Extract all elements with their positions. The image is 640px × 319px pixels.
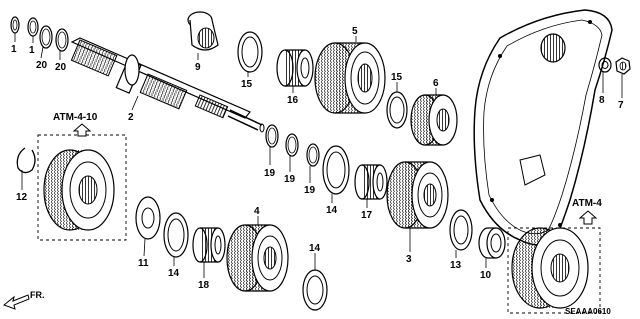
atm-4-10-up-arrow-icon: [72, 123, 92, 137]
washer-11: [135, 196, 161, 240]
callout-12: 12: [16, 192, 28, 203]
thrust-washer-20b: [55, 28, 69, 52]
locknut-7: [615, 57, 631, 75]
mainshaft: [70, 37, 265, 133]
callout-4: 4: [254, 206, 260, 217]
callout-6: 6: [433, 78, 439, 89]
direction-label: FR.: [30, 290, 45, 300]
callout-19a: 19: [264, 168, 276, 179]
callout-19b: 19: [284, 174, 296, 185]
callout-2: 2: [128, 112, 134, 123]
thrust-washer-15b: [386, 91, 408, 129]
ref-atm-4-10: ATM-4-10: [53, 112, 98, 123]
callout-8: 8: [599, 95, 605, 106]
snap-ring-12: [16, 147, 36, 174]
callout-11: 11: [138, 258, 149, 269]
callout-16: 16: [287, 95, 299, 106]
thrust-washer-19b: [285, 133, 299, 157]
callout-14c: 14: [309, 243, 321, 254]
callout-17: 17: [361, 210, 373, 221]
collar-9: [187, 11, 219, 51]
callout-9: 9: [195, 62, 201, 73]
clutch-assembly-left: [37, 134, 127, 241]
snap-ring-1b: [27, 17, 39, 37]
washer-8: [598, 57, 612, 73]
clutch-assembly-right: [507, 227, 601, 314]
callout-19c: 19: [304, 185, 316, 196]
gear-3: [386, 161, 449, 229]
callout-1b: 1: [29, 45, 35, 56]
callout-14a: 14: [326, 205, 338, 216]
callout-7: 7: [618, 100, 624, 111]
callout-10: 10: [480, 270, 492, 281]
gear-5: [314, 42, 386, 114]
snap-ring-1a: [10, 16, 20, 34]
collar-10: [478, 227, 506, 259]
callout-18: 18: [198, 280, 210, 291]
callout-15b: 15: [391, 72, 403, 83]
callout-20a: 20: [36, 60, 48, 71]
gear-6: [410, 94, 458, 146]
transmission-case-gasket: [473, 9, 613, 246]
callout-15a: 15: [241, 79, 253, 90]
thrust-washer-15a: [237, 31, 263, 73]
callout-20b: 20: [55, 62, 67, 73]
callout-3: 3: [406, 254, 412, 265]
callout-13: 13: [450, 260, 462, 271]
thrust-washer-14c: [302, 269, 328, 311]
thrust-washer-14a: [322, 145, 350, 195]
callout-5: 5: [352, 26, 358, 37]
thrust-washer-20a: [39, 25, 53, 49]
needle-bearing-18: [192, 227, 226, 263]
callout-14b: 14: [168, 268, 180, 279]
thrust-washer-19a: [265, 124, 279, 148]
needle-bearing-17: [354, 164, 388, 200]
leader-lines: [14, 33, 623, 278]
thrust-washer-14b: [163, 212, 189, 258]
front-direction-arrow-icon: [2, 294, 30, 310]
thrust-washer-13: [449, 209, 473, 251]
atm-4-up-arrow-icon: [578, 210, 598, 225]
gear-4: [226, 224, 289, 292]
diagram-code: SEAAA0610: [565, 307, 611, 316]
ref-atm-4: ATM-4: [572, 198, 602, 209]
thrust-washer-19c: [306, 143, 320, 167]
callout-1a: 1: [11, 44, 17, 55]
needle-bearing-16: [276, 49, 314, 87]
